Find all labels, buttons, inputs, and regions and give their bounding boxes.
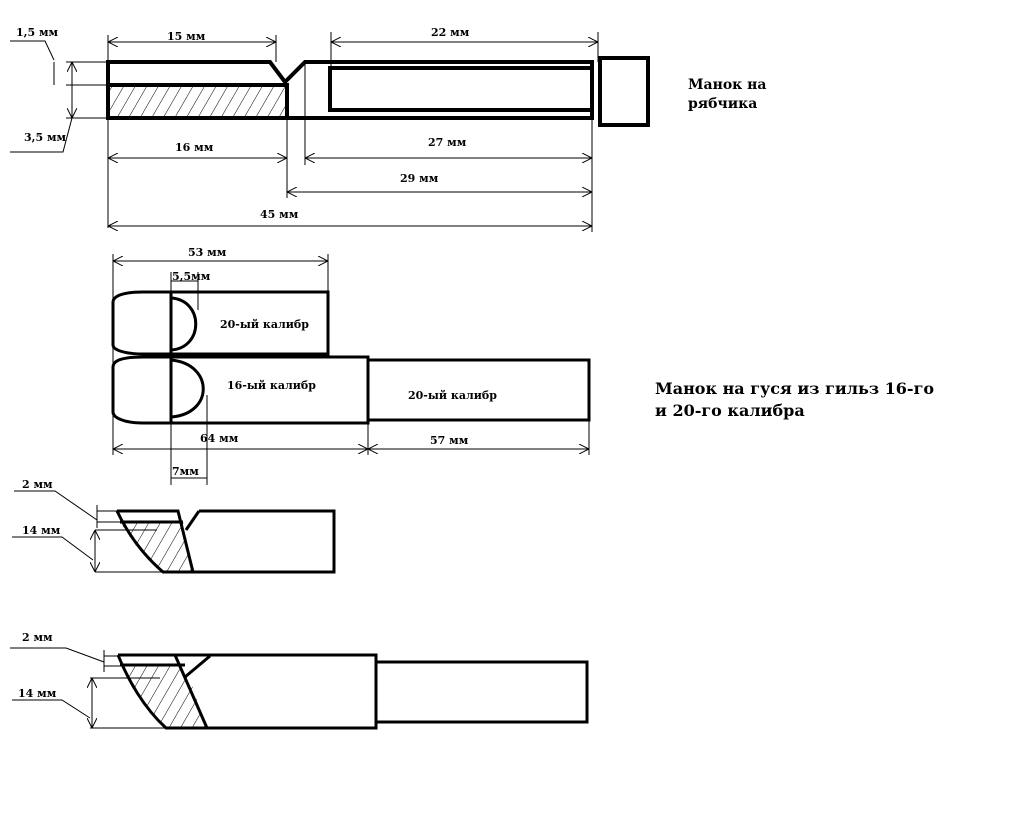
dim-1-5mm: 1,5 мм [16, 26, 59, 39]
shell-16-head [111, 355, 171, 425]
dim-3-5mm: 3,5 мм [24, 131, 67, 144]
dim-14mm: 14 мм [22, 524, 61, 537]
label-shell-20-top: 20-ый калибр [220, 318, 309, 331]
shell-20-top-head [111, 290, 171, 356]
dim-5-5mm: 5,5мм [172, 270, 211, 283]
hatched-section [108, 85, 287, 118]
label-shell-20-right: 20-ый калибр [408, 389, 497, 402]
reed-line [108, 83, 289, 118]
label-shell-16: 16-ый калибр [227, 379, 316, 392]
section-outline [115, 509, 336, 574]
section-small-drawing: 2 мм 14 мм [12, 478, 336, 574]
extension-tube [374, 660, 589, 724]
shell-20-right [366, 358, 591, 422]
section-inner-lines [120, 510, 201, 531]
goose-title-line1: Манок на гуся из гильз 16-го [655, 379, 934, 398]
dim-29mm: 29 мм [400, 172, 439, 185]
dim-27mm: 27 мм [428, 136, 467, 149]
dim-15mm: 15 мм [167, 30, 206, 43]
inner-tube [328, 66, 594, 112]
dim-16mm: 16 мм [175, 141, 214, 154]
dim-7mm: 7мм [172, 465, 199, 478]
end-cap [598, 56, 650, 127]
primer-arc-bottom [170, 358, 205, 419]
section-inner-lines [120, 654, 211, 679]
grouse-call-drawing: 1,5 мм 3,5 мм 15 мм 22 мм 16 мм 27 мм 29… [10, 26, 766, 232]
section-large-drawing: 2 мм 14 мм [10, 631, 589, 730]
hatched-section [120, 522, 193, 572]
primer-arc-top [170, 296, 198, 352]
goose-title-line2: и 20-го калибра [655, 401, 805, 420]
grouse-title-line1: Манок на [688, 77, 766, 93]
grouse-title-line2: рябчика [688, 96, 757, 112]
dim-2mm: 2 мм [22, 478, 53, 491]
goose-call-drawing: 53 мм 5,5мм 20-ый калибр 16-ый калибр 20… [111, 246, 934, 485]
dim-57mm: 57 мм [430, 434, 469, 447]
dim-22mm: 22 мм [431, 26, 470, 39]
dim-14mm: 14 мм [18, 687, 57, 700]
dim-64mm: 64 мм [200, 432, 239, 445]
shell-20-top [169, 290, 330, 356]
call-body-outline [106, 60, 594, 120]
dim-53mm: 53 мм [188, 246, 227, 259]
dim-2mm: 2 мм [22, 631, 53, 644]
dim-45mm: 45 мм [260, 208, 299, 221]
